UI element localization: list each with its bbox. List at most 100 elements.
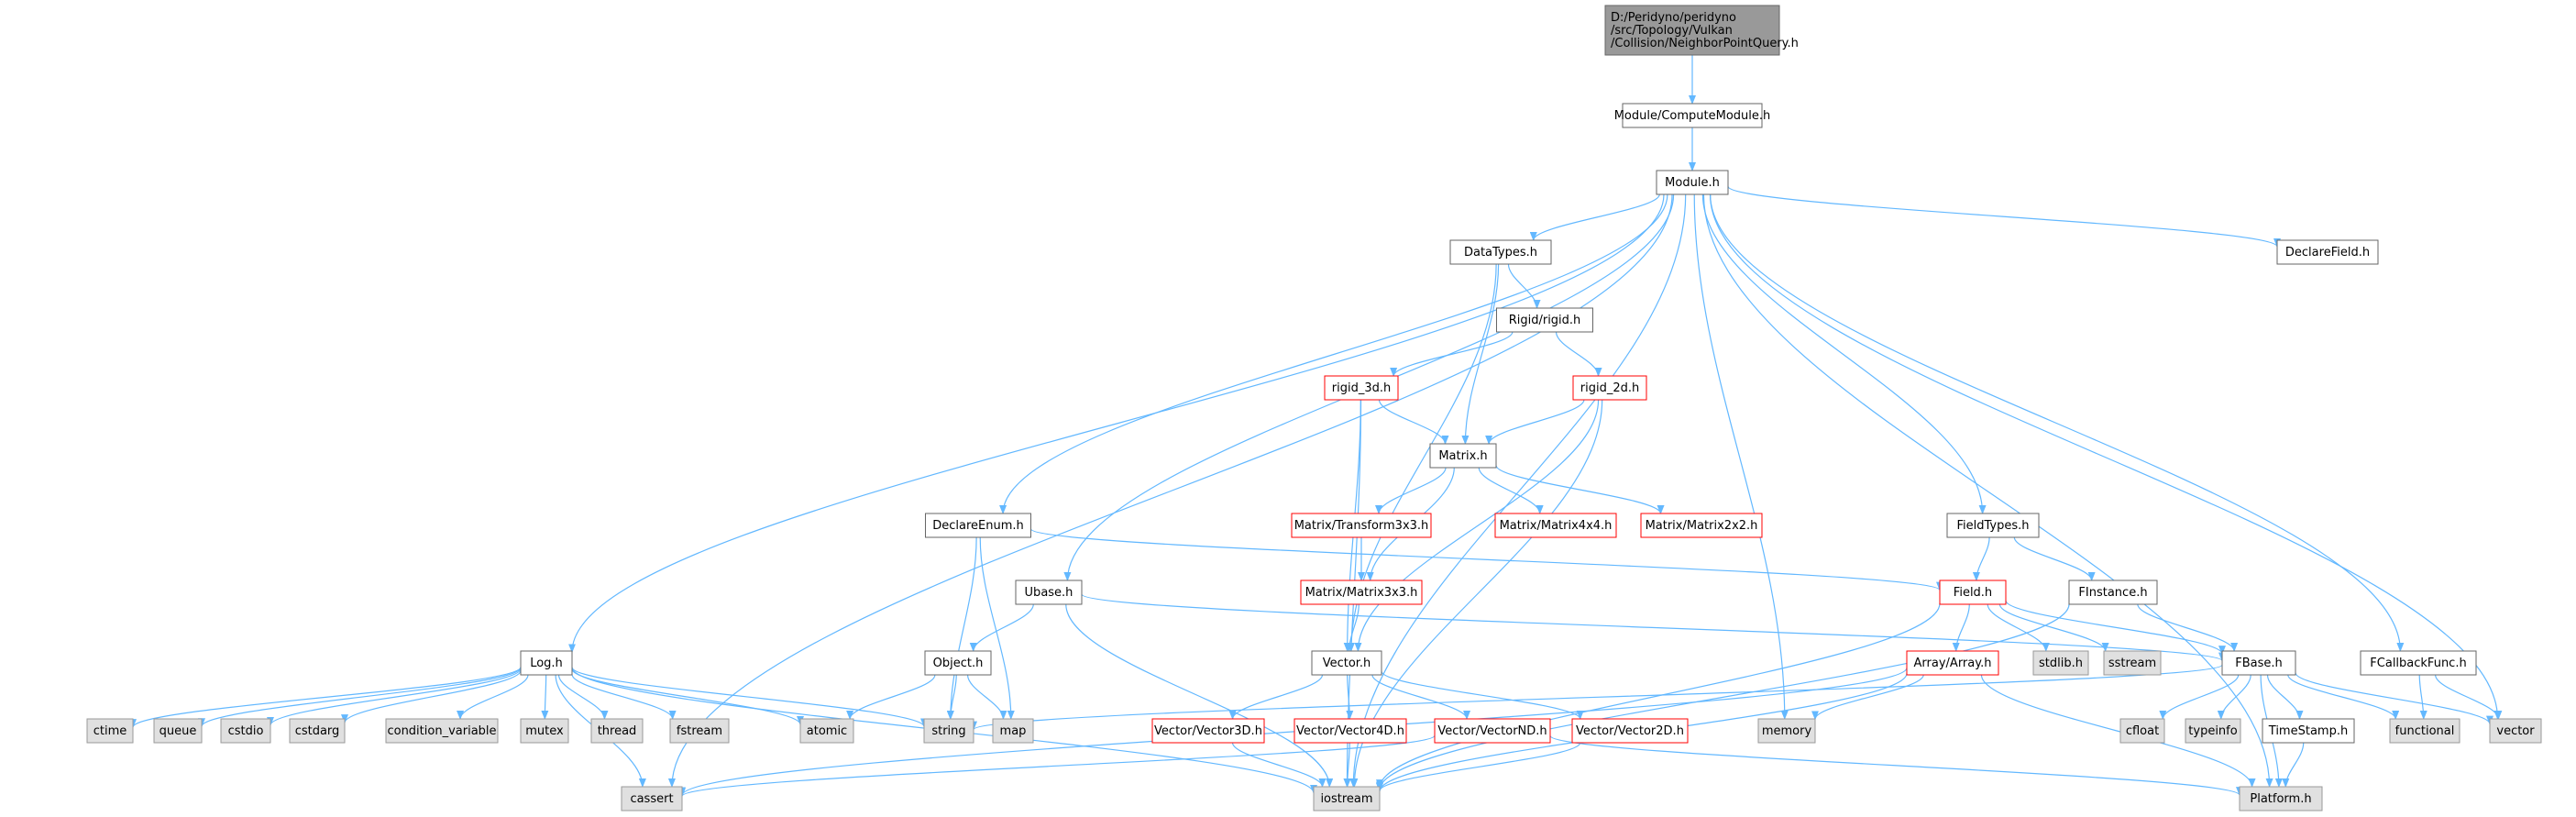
node-vector4d[interactable]: Vector/Vector4D.h bbox=[1294, 718, 1407, 744]
node-thread[interactable]: thread bbox=[590, 718, 644, 744]
node-box bbox=[289, 718, 346, 744]
edge-log-to-atomic bbox=[571, 668, 804, 725]
edge-vector-to-vector4d bbox=[1346, 674, 1354, 720]
node-condvar[interactable]: condition_variable bbox=[385, 718, 499, 744]
node-matrix4x4[interactable]: Matrix/Matrix4x4.h bbox=[1494, 513, 1617, 538]
node-memory[interactable]: memory bbox=[1757, 718, 1816, 744]
edge-vector4d-to-iostream bbox=[1343, 742, 1351, 788]
node-box bbox=[2262, 718, 2355, 744]
node-cstdio[interactable]: cstdio bbox=[220, 718, 271, 744]
node-label: fstream bbox=[677, 724, 722, 738]
node-label: /src/Topology/Vulkan bbox=[1611, 24, 1733, 38]
node-box bbox=[520, 650, 573, 676]
node-platform[interactable]: Platform.h bbox=[2239, 786, 2323, 811]
node-label: Vector.h bbox=[1323, 657, 1371, 670]
node-box bbox=[669, 718, 730, 744]
node-box bbox=[1572, 375, 1647, 401]
node-declareenum[interactable]: DeclareEnum.h bbox=[925, 513, 1031, 538]
node-map[interactable]: map bbox=[992, 718, 1034, 744]
node-label: Platform.h bbox=[2250, 792, 2311, 806]
edge-fbase-to-cfloat bbox=[2159, 674, 2240, 720]
edge-log-to-cstdarg bbox=[341, 670, 522, 724]
node-arrayarray[interactable]: Array/Array.h bbox=[1906, 650, 1999, 676]
node-vector[interactable]: Vector.h bbox=[1311, 650, 1382, 676]
node-box bbox=[2068, 580, 2158, 605]
node-label: Matrix/Matrix2x2.h bbox=[1646, 519, 1758, 533]
edge-declareenum-to-map bbox=[979, 536, 1015, 720]
node-label: Matrix/Matrix4x4.h bbox=[1500, 519, 1613, 533]
node-log[interactable]: Log.h bbox=[520, 650, 573, 676]
edge-field-to-fbase bbox=[2005, 600, 2226, 656]
node-box bbox=[385, 718, 499, 744]
node-datatypes[interactable]: DataTypes.h bbox=[1449, 239, 1552, 265]
node-label: TimeStamp.h bbox=[2268, 724, 2348, 738]
node-module[interactable]: Module.h bbox=[1656, 170, 1729, 195]
node-rigid3d[interactable]: rigid_3d.h bbox=[1324, 375, 1399, 401]
node-fieldtypes[interactable]: FieldTypes.h bbox=[1946, 513, 2040, 538]
node-box bbox=[992, 718, 1034, 744]
node-label: Vector/Vector3D.h bbox=[1154, 724, 1262, 738]
node-matrix3x3[interactable]: Matrix/Matrix3x3.h bbox=[1300, 580, 1423, 605]
node-stdlib[interactable]: stdlib.h bbox=[2032, 650, 2089, 676]
edge-rigid2d-to-vector bbox=[1354, 399, 1600, 652]
node-label: Module.h bbox=[1665, 176, 1720, 190]
node-root[interactable]: D:/Peridyno/peridyno/src/Topology/Vulkan… bbox=[1604, 5, 1799, 56]
node-vectornd[interactable]: Vector/VectorND.h bbox=[1434, 718, 1551, 744]
node-sstream[interactable]: sstream bbox=[2103, 650, 2162, 676]
node-transform3x3[interactable]: Matrix/Transform3x3.h bbox=[1291, 513, 1432, 538]
node-label: D:/Peridyno/peridyno bbox=[1611, 11, 1736, 25]
node-rigid2d[interactable]: rigid_2d.h bbox=[1572, 375, 1647, 401]
edge-log-to-ctime bbox=[129, 666, 522, 729]
edge-rigid-to-rigid2d bbox=[1555, 331, 1602, 377]
edge-vector3d-to-iostream bbox=[1231, 742, 1327, 788]
node-matrix[interactable]: Matrix.h bbox=[1429, 443, 1497, 469]
node-box bbox=[1300, 580, 1423, 605]
node-label: cassert bbox=[630, 792, 673, 806]
node-declarefield[interactable]: DeclareField.h bbox=[2276, 239, 2379, 265]
node-compute_module[interactable]: Module/ComputeModule.h bbox=[1614, 103, 1771, 128]
node-cassert[interactable]: cassert bbox=[621, 786, 683, 811]
node-label: Array/Array.h bbox=[1914, 657, 1992, 670]
node-object[interactable]: Object.h bbox=[924, 650, 992, 676]
node-box bbox=[2239, 786, 2323, 811]
node-box bbox=[1946, 513, 2040, 538]
node-cstdarg[interactable]: cstdarg bbox=[289, 718, 346, 744]
node-fstream[interactable]: fstream bbox=[669, 718, 730, 744]
node-label: ctime bbox=[94, 724, 127, 738]
node-mutex[interactable]: mutex bbox=[520, 718, 569, 744]
node-iostream[interactable]: iostream bbox=[1313, 786, 1381, 811]
node-queue[interactable]: queue bbox=[153, 718, 203, 744]
node-rigid[interactable]: Rigid/rigid.h bbox=[1496, 307, 1593, 333]
node-vector2d[interactable]: Vector/Vector2D.h bbox=[1571, 718, 1689, 744]
node-timestamp[interactable]: TimeStamp.h bbox=[2262, 718, 2355, 744]
node-typeinfo[interactable]: typeinfo bbox=[2185, 718, 2241, 744]
node-finstance[interactable]: FInstance.h bbox=[2068, 580, 2158, 605]
node-fcallbackfunc[interactable]: FCallbackFunc.h bbox=[2360, 650, 2477, 676]
edge-matrix-to-transform3x3 bbox=[1375, 467, 1447, 514]
node-vectorstd[interactable]: vector bbox=[2489, 718, 2542, 744]
node-functional[interactable]: functional bbox=[2389, 718, 2460, 744]
node-cfloat[interactable]: cfloat bbox=[2119, 718, 2165, 744]
node-label: FCallbackFunc.h bbox=[2370, 657, 2466, 670]
node-string[interactable]: string bbox=[923, 718, 974, 744]
node-label: atomic bbox=[807, 724, 847, 738]
node-ctime[interactable]: ctime bbox=[86, 718, 134, 744]
edge-log-to-fstream bbox=[571, 674, 677, 720]
node-box bbox=[1324, 375, 1399, 401]
node-matrix2x2[interactable]: Matrix/Matrix2x2.h bbox=[1640, 513, 1763, 538]
node-label: DeclareField.h bbox=[2285, 246, 2370, 259]
edge-vectornd-to-platform bbox=[1549, 734, 2243, 797]
node-atomic[interactable]: atomic bbox=[799, 718, 854, 744]
node-ubase[interactable]: Ubase.h bbox=[1015, 580, 1083, 605]
node-field[interactable]: Field.h bbox=[1939, 580, 2007, 605]
edge-fieldtypes-to-finstance bbox=[2013, 536, 2096, 581]
edge-finstance-to-iostream bbox=[1376, 603, 2070, 791]
edge-matrix-to-matrix2x2 bbox=[1495, 465, 1665, 514]
node-box bbox=[220, 718, 271, 744]
node-box bbox=[153, 718, 203, 744]
edge-rigid3d-to-matrix bbox=[1378, 399, 1449, 445]
node-vector3d[interactable]: Vector/Vector3D.h bbox=[1151, 718, 1265, 744]
node-fbase[interactable]: FBase.h bbox=[2221, 650, 2296, 676]
edge-ubase-to-iostream bbox=[1065, 603, 1334, 788]
node-label: cstdio bbox=[228, 724, 264, 738]
